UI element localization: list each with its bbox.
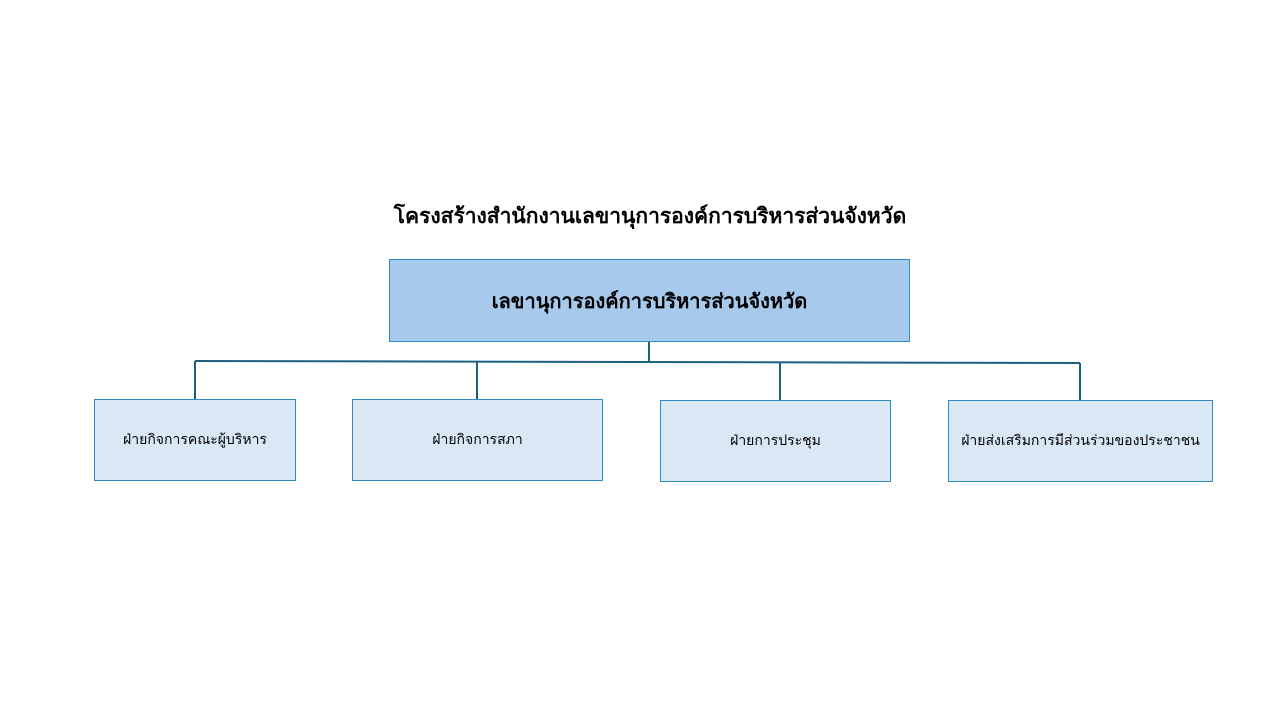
department-node: ฝ่ายกิจการสภา <box>352 399 603 481</box>
department-label: ฝ่ายส่งเสริมการมีส่วนร่วมของประชาชน <box>961 433 1200 449</box>
department-node: ฝ่ายส่งเสริมการมีส่วนร่วมของประชาชน <box>948 400 1213 482</box>
department-label: ฝ่ายการประชุม <box>730 433 821 449</box>
page-title: โครงสร้างสำนักงานเลขานุการองค์การบริหารส… <box>393 204 907 228</box>
department-label: ฝ่ายกิจการสภา <box>432 432 523 448</box>
root-node: เลขานุการองค์การบริหารส่วนจังหวัด <box>389 259 910 342</box>
root-node-label: เลขานุการองค์การบริหารส่วนจังหวัด <box>491 288 808 313</box>
department-node: ฝ่ายกิจการคณะผู้บริหาร <box>94 399 296 481</box>
department-label: ฝ่ายกิจการคณะผู้บริหาร <box>123 432 267 448</box>
horizontal-connector <box>194 360 1081 364</box>
department-node: ฝ่ายการประชุม <box>660 400 891 482</box>
